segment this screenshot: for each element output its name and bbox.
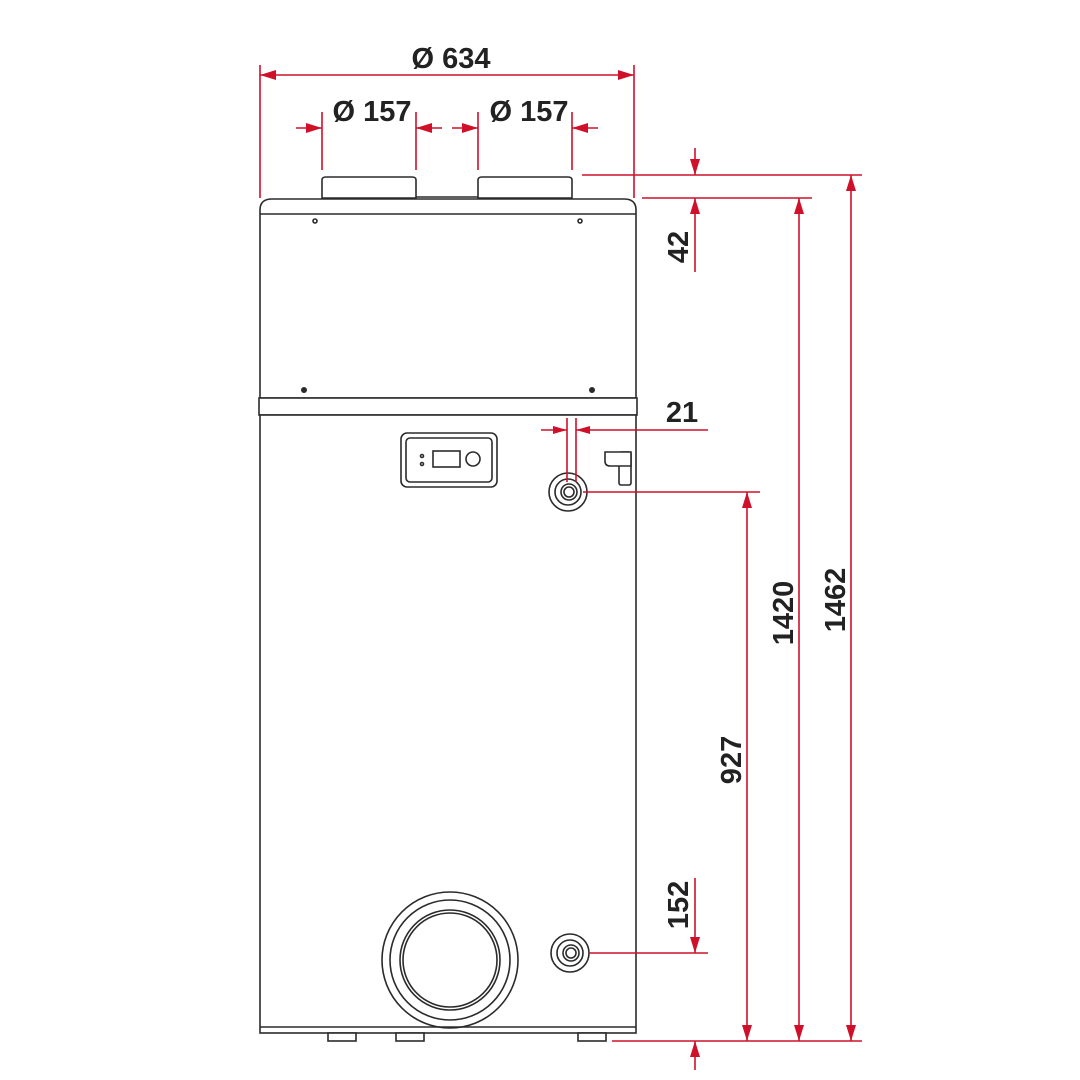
control-panel-icon xyxy=(400,432,498,488)
dimension-lines xyxy=(259,65,862,1070)
dimension-upper-connection xyxy=(583,491,760,1041)
dimension-base-to-top xyxy=(794,198,804,1041)
separation-band xyxy=(258,397,638,416)
duct-collar-right xyxy=(477,176,573,199)
foot xyxy=(327,1032,357,1042)
valve-icon xyxy=(604,451,632,486)
label-base-to-top-height: 1420 xyxy=(768,581,800,646)
label-side-offset: 21 xyxy=(666,397,698,429)
foot xyxy=(577,1032,607,1042)
heat-pump-unit xyxy=(258,176,638,1042)
top-cap xyxy=(259,198,637,399)
label-lower-connection-height: 152 xyxy=(663,881,695,929)
label-upper-connection-height: 927 xyxy=(716,736,748,784)
dimension-top-offset xyxy=(582,148,862,272)
duct-collar-left xyxy=(321,176,417,199)
dimension-left-duct xyxy=(296,112,442,170)
dimension-total-height xyxy=(846,175,856,1041)
label-overall-diameter: Ø 634 xyxy=(412,43,491,75)
dimension-right-duct xyxy=(452,112,598,170)
dimension-lower-connection xyxy=(589,878,708,1070)
dimension-side-offset xyxy=(541,418,708,482)
screw xyxy=(577,218,583,224)
label-top-offset: 42 xyxy=(663,231,695,263)
screw xyxy=(589,387,595,393)
tank-body xyxy=(259,414,637,1034)
foot xyxy=(395,1032,425,1042)
dimension-labels: Ø 634 Ø 157 Ø 157 21 42 927 1420 1462 15… xyxy=(333,43,853,929)
screw xyxy=(301,387,307,393)
dimension-overall-diameter xyxy=(259,65,635,198)
label-left-duct-diameter: Ø 157 xyxy=(333,96,412,128)
screw xyxy=(312,218,318,224)
inspection-hatch-icon xyxy=(381,891,519,1029)
label-right-duct-diameter: Ø 157 xyxy=(490,96,569,128)
label-total-height: 1462 xyxy=(820,568,852,633)
